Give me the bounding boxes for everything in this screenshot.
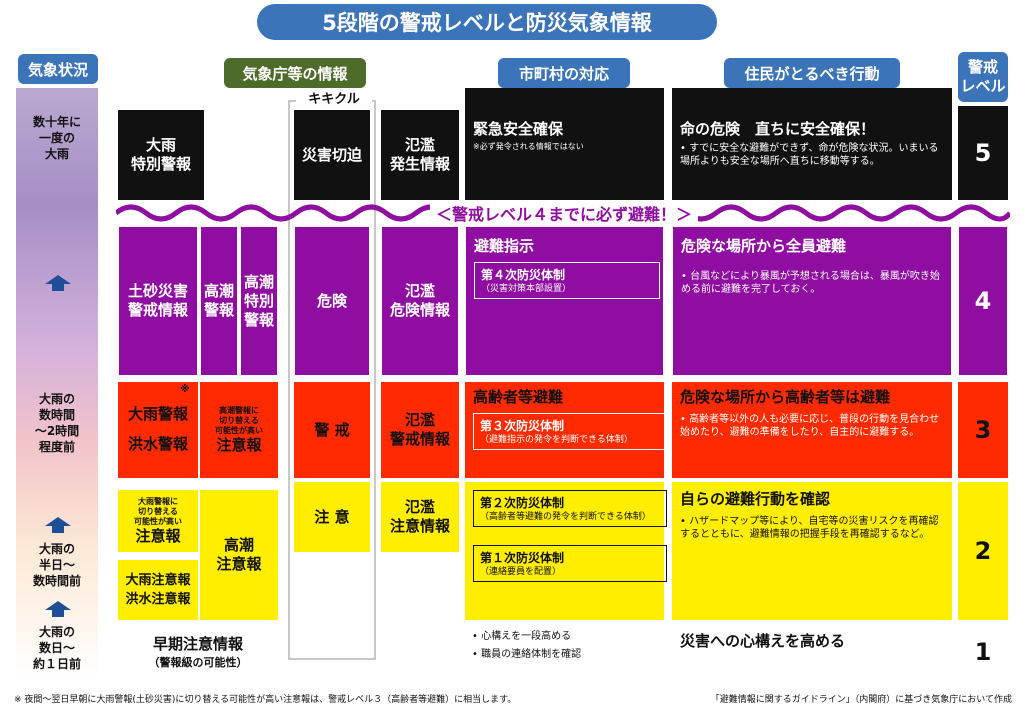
level-3: 3 xyxy=(958,382,1008,478)
residents-l5-title: 命の危険 直ちに安全確保！ xyxy=(680,120,876,138)
river-danger-info: 氾濫 危険情報 xyxy=(381,226,459,376)
residents-l3-cell: 危険な場所から高齢者等は避難 • 高齢者等以外の人も必要に応じ、普段の行動を見合… xyxy=(672,382,952,478)
evacuate-by-level4-banner: ＜警戒レベル４までに必ず避難！＞ xyxy=(429,201,698,225)
kikikuru-caution: 注 意 xyxy=(294,482,370,552)
landslide-alert-info: 土砂災害 警戒情報 xyxy=(118,226,198,376)
elderly-evacuation-title: 高齢者等避難 xyxy=(473,388,564,406)
first-system-sub: （連絡要員を配置） xyxy=(480,567,562,577)
page-title: 5段階の警戒レベルと防災気象情報 xyxy=(257,4,717,40)
weather-l1-text: 大雨の 数日～ 約１日前 xyxy=(32,625,81,671)
rain-upgrade-advisory: 注意報 xyxy=(135,526,181,545)
river-flooding-info: 氾濫 発生情報 xyxy=(381,110,459,200)
footer-note: ※ 夜間～翌日早朝に大雨警報(土砂災害)に切り替える可能性が高い注意報は、警戒レ… xyxy=(14,695,517,705)
storm-surge-warning: 高潮 警報 xyxy=(200,226,238,376)
residents-l3-title: 危険な場所から高齢者等は避難 xyxy=(680,388,891,406)
residents-l4-cell: 危険な場所から全員避難 • 台風などにより暴風が予想される場合は、暴風が吹き始め… xyxy=(672,226,952,376)
weather-l5-text: 数十年に 一度の 大雨 xyxy=(32,115,81,161)
heavy-rain-special-warning: 大雨 特別警報 xyxy=(118,110,204,200)
residents-l4-text: • 台風などにより暴風が予想される場合は、暴風が吹き始める前に避難を完了しておく… xyxy=(681,271,940,295)
arrow-up-icon xyxy=(44,600,72,618)
surge-upgrade-note: 高潮警報に 切り替える 可能性が高い xyxy=(215,405,263,435)
heavy-rain-advisory: 大雨注意報 xyxy=(125,573,191,588)
footer-source: 「避難情報に関するガイドライン」（内閣府）に基づき気象庁において作成 xyxy=(710,695,1012,705)
fourth-system-sub: （災害対策本部設置） xyxy=(481,284,572,294)
municipality-l5-cell: 緊急安全確保 ※必ず発令される情報ではない xyxy=(465,88,664,200)
second-system-sub: （高齢者等避難の発令を判断できる体制） xyxy=(480,512,651,522)
arrow-up-icon xyxy=(44,274,72,292)
level-1: 1 xyxy=(974,638,992,666)
weather-gradient-column xyxy=(16,88,98,678)
municipality-l2-cell: 第２次防災体制 （高齢者等避難の発令を判断できる体制） 第１次防災体制 （連絡要… xyxy=(465,482,667,620)
arrow-up-icon xyxy=(44,516,72,534)
residents-l1-title: 災害への心構えを高める xyxy=(680,632,846,650)
second-system-box: 第２次防災体制 （高齢者等避難の発令を判断できる体制） xyxy=(473,490,667,527)
level-5: 5 xyxy=(958,106,1008,200)
kikikuru-disaster: 災害切迫 xyxy=(294,110,370,200)
kikikuru-warning: 警 戒 xyxy=(294,382,370,478)
level-header: 警戒 レベル xyxy=(958,52,1008,102)
fourth-system-title: 第４次防災体制 xyxy=(481,268,566,282)
rain-advisory-upgrade-cell: 大雨警報に 切り替える 可能性が高い 注意報 xyxy=(118,490,198,552)
residents-l2-cell: 自らの避難行動を確認 • ハザードマップ等により、自宅等の災害リスクを再確認する… xyxy=(672,482,952,620)
third-system-sub: （避難指示の発令を判断できる体制） xyxy=(480,435,633,445)
early-warning-sub: （警報級の可能性） xyxy=(148,655,248,669)
fourth-system-box: 第４次防災体制 （災害対策本部設置） xyxy=(474,262,660,299)
third-system-box: 第３次防災体制 （避難指示の発令を判断できる体制） xyxy=(473,413,667,450)
kikikuru-danger: 危険 xyxy=(294,226,370,376)
surge-advisory-upgrade-cell: 高潮警報に 切り替える 可能性が高い 注意報 xyxy=(200,382,278,478)
evacuation-order-title: 避難指示 xyxy=(474,237,535,255)
municipality-l4-cell: 避難指示 第４次防災体制 （災害対策本部設置） xyxy=(465,226,664,376)
storm-surge-special-warning: 高潮 特別 警報 xyxy=(240,226,278,376)
rain-flood-advisory-cell: 大雨注意報 洪水注意報 xyxy=(118,560,198,620)
emergency-safety-note: ※必ず発令される情報ではない xyxy=(473,142,584,151)
weather-status-header: 気象状況 xyxy=(18,54,98,84)
heavy-rain-flood-warning-cell: ※ 大雨警報 洪水警報 xyxy=(118,382,198,478)
residents-l4-title: 危険な場所から全員避難 xyxy=(681,237,847,255)
early-warning-cell: 早期注意情報 （警報級の可能性） xyxy=(118,626,278,678)
list-item: • 心構えを一段高める xyxy=(472,631,572,642)
municipality-l1-list: • 心構えを一段高める • 職員の連絡体制を確認 xyxy=(472,630,662,674)
residents-l5-text: • すでに安全な避難ができず、命が危険な状況。いまいる場所よりも安全な場所へ直ち… xyxy=(680,143,939,167)
jma-info-header: 気象庁等の情報 xyxy=(224,58,366,88)
river-warning-info: 氾濫 警戒情報 xyxy=(381,382,459,478)
emergency-safety-title: 緊急安全確保 xyxy=(473,120,564,138)
asterisk-note-mark: ※ xyxy=(180,384,190,395)
municipality-header: 市町村の対応 xyxy=(498,58,630,88)
first-system-box: 第１次防災体制 （連絡要員を配置） xyxy=(473,545,667,582)
kikikuru-label: キキクル xyxy=(296,90,372,108)
residents-l5-cell: 命の危険 直ちに安全確保！ • すでに安全な避難ができず、命が危険な状況。いまい… xyxy=(672,88,952,200)
flood-advisory: 洪水注意報 xyxy=(125,592,191,607)
level-4: 4 xyxy=(958,226,1008,376)
surge-upgrade-advisory: 注意報 xyxy=(216,435,262,454)
second-system-title: 第２次防災体制 xyxy=(480,496,565,510)
rain-upgrade-note: 大雨警報に 切り替える 可能性が高い xyxy=(134,496,182,526)
list-item: • 職員の連絡体制を確認 xyxy=(472,649,582,660)
residents-header: 住民がとるべき行動 xyxy=(724,58,900,88)
third-system-title: 第３次防災体制 xyxy=(480,419,565,433)
residents-l2-text: • ハザードマップ等により、自宅等の災害リスクを再確認するとともに、避難情報の把… xyxy=(680,516,939,540)
heavy-rain-warning: 大雨警報 xyxy=(127,404,188,423)
residents-l3-text: • 高齢者等以外の人も必要に応じ、普段の行動を見合わせ始めたり、避難の準備をした… xyxy=(680,414,940,438)
river-caution-info: 氾濫 注意情報 xyxy=(381,482,459,552)
flood-warning: 洪水警報 xyxy=(127,434,188,453)
weather-l2-text: 大雨の 半日～ 数時間前 xyxy=(32,542,81,588)
early-warning-info: 早期注意情報 xyxy=(152,634,243,653)
municipality-l3-cell: 高齢者等避難 第３次防災体制 （避難指示の発令を判断できる体制） xyxy=(465,382,667,478)
storm-surge-advisory: 高潮 注意報 xyxy=(200,490,278,620)
residents-l2-title: 自らの避難行動を確認 xyxy=(680,490,831,508)
first-system-title: 第１次防災体制 xyxy=(480,551,565,565)
weather-l3-text: 大雨の 数時間 ～2時間 程度前 xyxy=(34,392,80,454)
level-2: 2 xyxy=(958,482,1008,620)
